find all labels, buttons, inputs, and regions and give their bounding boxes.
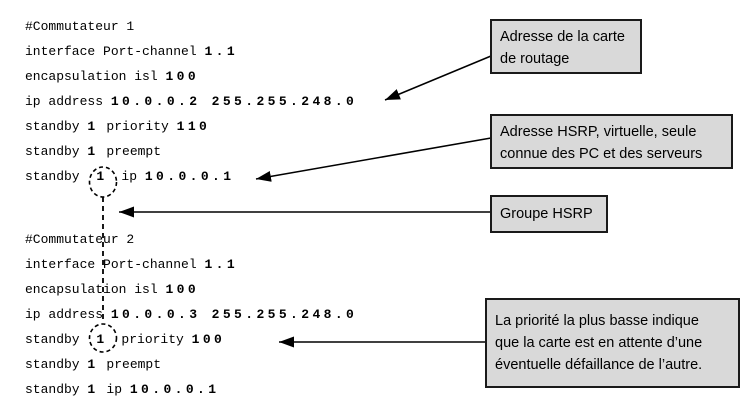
code-line: encapsulation isl 100: [25, 277, 357, 302]
callout-adresse-hsrp-virtuelle: Adresse HSRP, virtuelle, seule connue des…: [490, 114, 733, 169]
code-text: standby: [25, 119, 88, 134]
callout-line: La priorité la plus basse indique: [495, 313, 699, 329]
code-text: standby: [25, 144, 88, 159]
code-line: encapsulation isl 100: [25, 64, 357, 89]
callout-line: éventuelle défaillance de l’autre.: [495, 357, 703, 373]
code-text: interface Port-channel: [25, 257, 205, 272]
code-text: priority: [113, 332, 192, 347]
code-line: standby 1 priority 100: [25, 327, 357, 352]
callout-groupe-hsrp: Groupe HSRP: [490, 195, 608, 233]
code-bold-value: 1.1: [204, 44, 239, 59]
callout-line: de routage: [500, 51, 570, 67]
callout-line: Adresse de la carte: [500, 29, 625, 45]
code-line: ip address 10.0.0.3 255.255.248.0: [25, 302, 357, 327]
code-text: #Commutateur 2: [25, 232, 135, 247]
code-line: standby 1 ip 10.0.0.1: [25, 164, 357, 189]
code-text: preempt: [98, 144, 162, 159]
callout-line: que la carte est en attente d’une: [495, 335, 703, 351]
code-text: ip: [113, 169, 145, 184]
code-text: encapsulation isl: [25, 282, 166, 297]
code-text: ip: [98, 382, 130, 397]
code-bold-value: 1: [87, 357, 99, 372]
callout-line: Adresse HSRP, virtuelle, seule: [500, 124, 697, 140]
code-bold-value: 100: [165, 282, 200, 297]
code-line: #Commutateur 1: [25, 14, 357, 39]
code-bold-value: 1: [87, 382, 99, 397]
code-line: #Commutateur 2: [25, 227, 357, 252]
code-text: ip address: [25, 94, 111, 109]
code-line: standby 1 preempt: [25, 352, 357, 377]
code-line: ip address 10.0.0.2 255.255.248.0: [25, 89, 357, 114]
code-bold-value: 100: [165, 69, 200, 84]
code-bold-value: 1.1: [204, 257, 239, 272]
code-text: preempt: [98, 357, 162, 372]
code-text: standby: [25, 169, 88, 184]
code-bold-value: 110: [176, 119, 211, 134]
code-text: standby: [25, 357, 88, 372]
code-text: standby: [25, 332, 88, 347]
callout-adresse-carte-routage: Adresse de la carte de routage: [490, 19, 642, 74]
hsrp-group-number: 1: [96, 169, 108, 184]
code-bold-value: 1: [87, 144, 99, 159]
code-line: standby 1 ip 10.0.0.1: [25, 377, 357, 402]
code-block-commutateur-1: #Commutateur 1 interface Port-channel 1.1…: [25, 14, 357, 189]
code-text: encapsulation isl: [25, 69, 166, 84]
code-bold-value: 10.0.0.2 255.255.248.0: [110, 94, 358, 109]
arrow-to-ip-address: [384, 55, 492, 101]
code-bold-value: 10.0.0.1: [144, 169, 235, 184]
code-block-commutateur-2: #Commutateur 2 interface Port-channel 1.1…: [25, 227, 357, 402]
code-bold-value: 1: [87, 119, 99, 134]
code-text: standby: [25, 382, 88, 397]
callout-priorite-basse: La priorité la plus basse indique que la …: [485, 298, 740, 388]
callout-line: Groupe HSRP: [500, 206, 593, 222]
code-text: priority: [98, 119, 177, 134]
code-text: ip address: [25, 307, 111, 322]
hsrp-group-number: 1: [96, 332, 108, 347]
code-text: #Commutateur 1: [25, 19, 135, 34]
code-bold-value: 10.0.0.1: [129, 382, 220, 397]
code-line: interface Port-channel 1.1: [25, 252, 357, 277]
code-line: standby 1 preempt: [25, 139, 357, 164]
callout-line: connue des PC et des serveurs: [500, 146, 703, 162]
code-bold-value: 10.0.0.3 255.255.248.0: [110, 307, 358, 322]
code-text: interface Port-channel: [25, 44, 205, 59]
code-line: interface Port-channel 1.1: [25, 39, 357, 64]
code-line: standby 1 priority 110: [25, 114, 357, 139]
code-bold-value: 100: [191, 332, 226, 347]
